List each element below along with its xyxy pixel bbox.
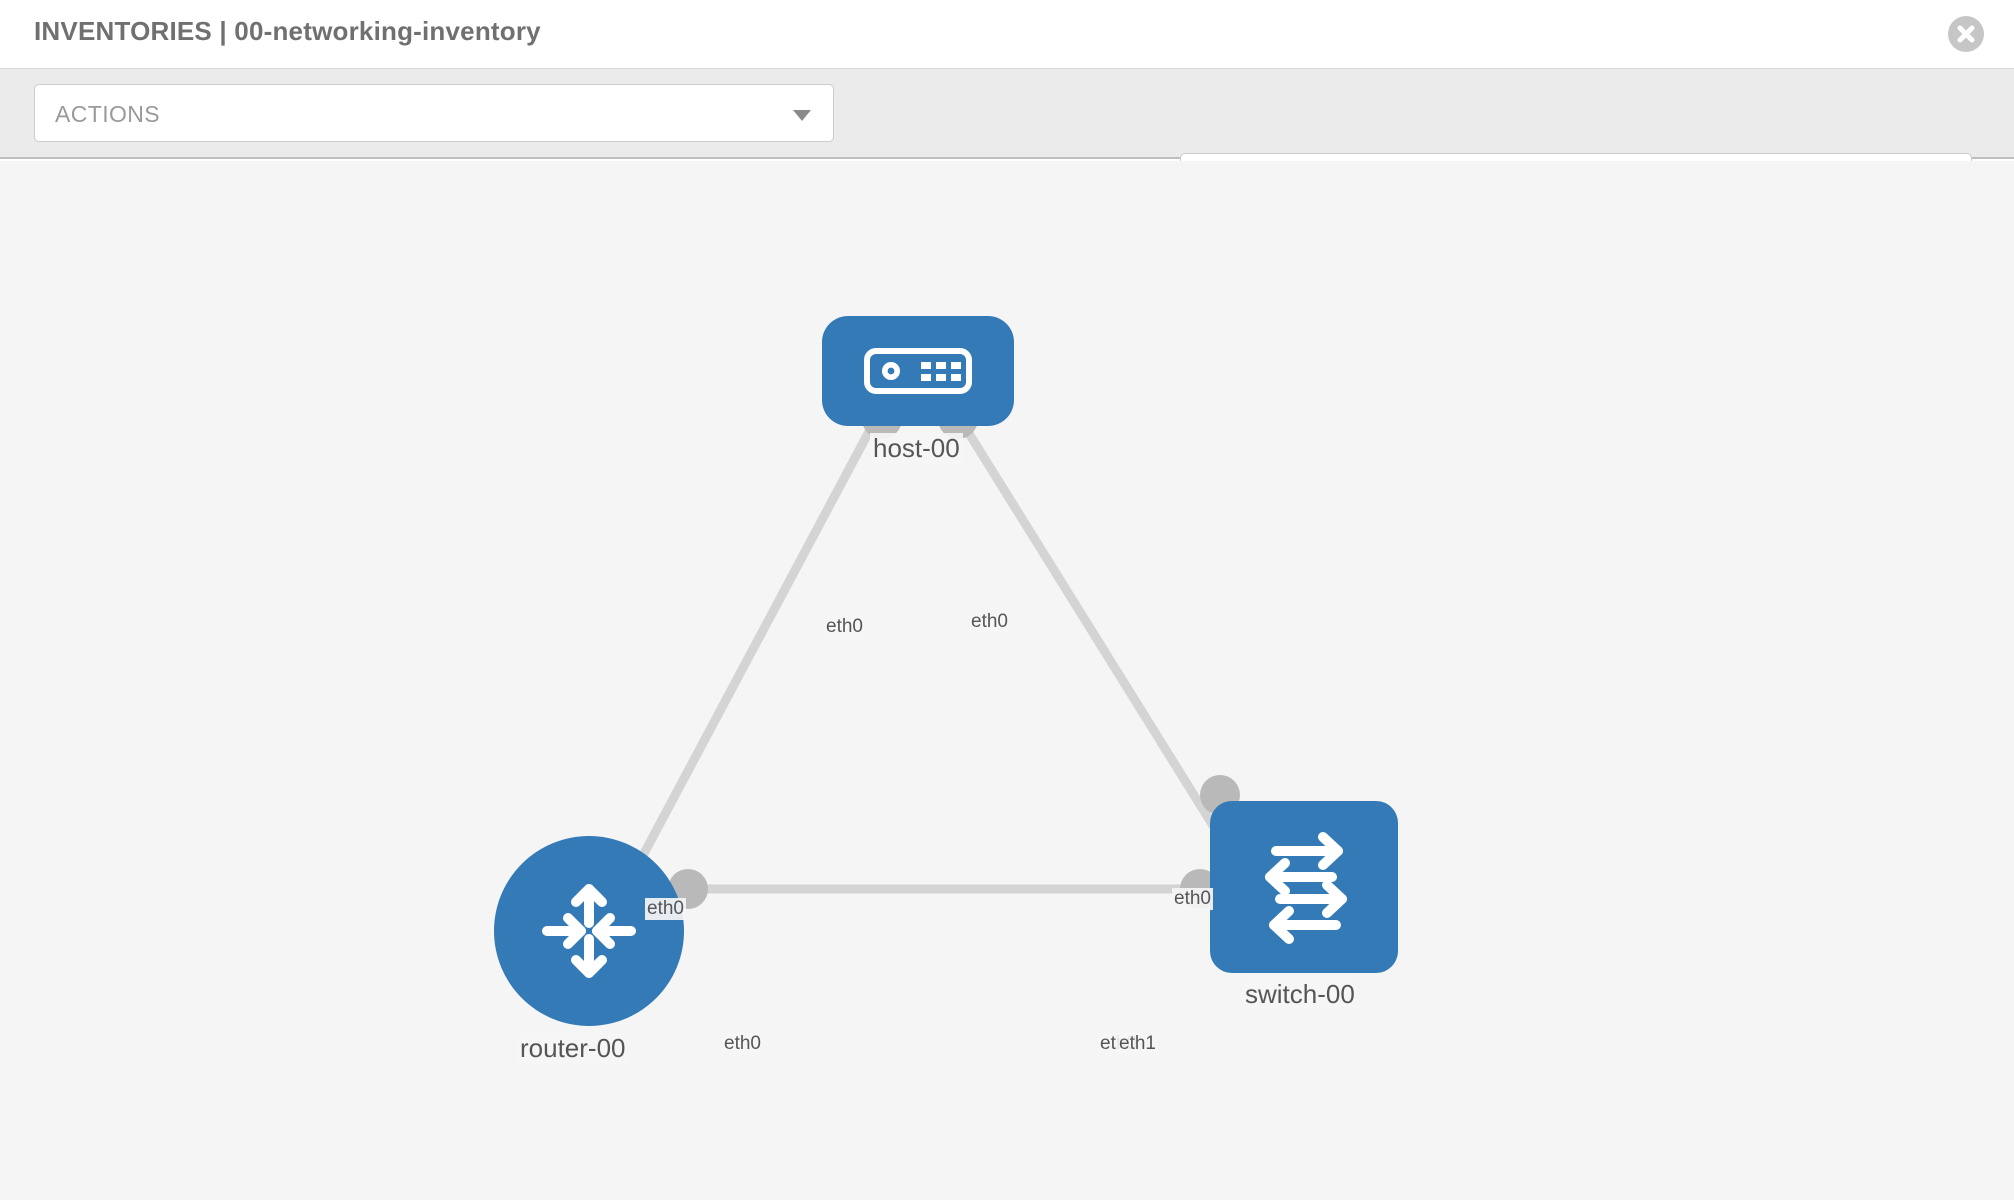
router-arrows-icon [542,884,636,978]
node-host-00[interactable]: host-00 [822,316,1014,516]
topology-links [636,408,1239,894]
node-host-00-label: host-00 [870,433,963,464]
node-router-00[interactable]: router-00 [494,836,684,1064]
server-icon [864,348,972,394]
actions-dropdown[interactable]: ACTIONS [34,84,834,142]
node-host-00-shape[interactable] [822,316,1014,426]
page-title: INVENTORIES | 00-networking-inventory [34,16,541,46]
switch-arrows-icon [1265,832,1347,944]
iface-label-switch00-uplink: eth0 [1172,888,1213,910]
iface-label-host00-left: eth0 [824,616,865,638]
iface-label-router00-eth0: eth0 [722,1033,763,1055]
close-icon[interactable] [1948,16,1984,52]
window-header: INVENTORIES | 00-networking-inventory [0,0,2014,69]
topology-canvas[interactable]: host-00 [0,161,2014,1200]
iface-label-host00-right: eth0 [969,611,1010,633]
toolbar: ACTIONS SEARCH [0,69,2014,211]
iface-label-switch00-eth1: eth1 [1117,1033,1158,1055]
actions-dropdown-label: ACTIONS [55,101,161,127]
node-router-00-label: router-00 [517,1033,629,1064]
link-host00-switch00 [951,408,1239,864]
chevron-down-icon [793,110,811,121]
node-switch-00-label: switch-00 [1242,979,1358,1010]
node-router-00-shape[interactable] [494,836,684,1026]
link-host00-router00 [636,408,884,864]
node-switch-00[interactable]: switch-00 [1210,801,1398,1010]
node-switch-00-shape[interactable] [1210,801,1398,973]
iface-label-router00-uplink: eth0 [645,898,686,920]
